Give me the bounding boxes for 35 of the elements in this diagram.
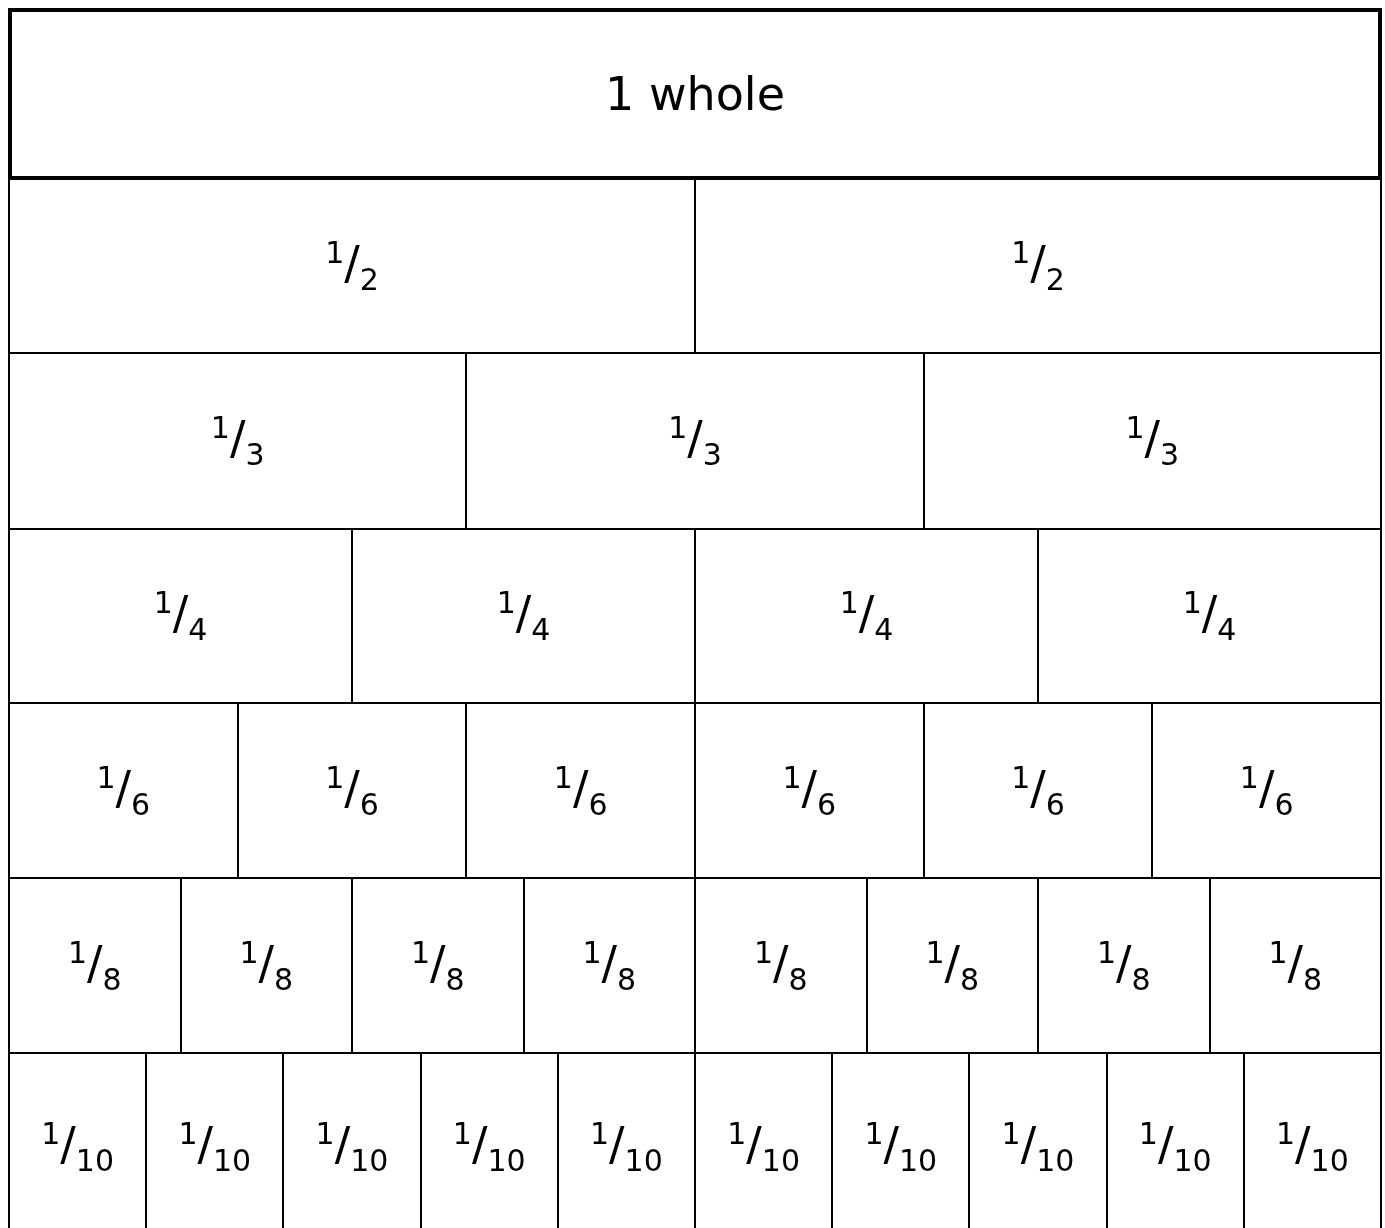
fraction-label: $^{1}$/$_{4}$ [153, 585, 208, 647]
fraction-label: $^{1}$/$_{10}$ [727, 1116, 800, 1178]
fraction-label: $^{1}$/$_{10}$ [864, 1116, 938, 1178]
fraction-label: $^{1}$/$_{4}$ [1182, 585, 1237, 647]
fraction-bar [8, 8, 1382, 180]
fraction-label: $^{1}$/$_{6}$ [782, 759, 837, 822]
fraction-label: $^{1}$/$_{4}$ [839, 585, 894, 647]
fraction-label: $^{1}$/$_{8}$ [925, 934, 980, 997]
fraction-label: $^{1}$/$_{6}$ [1011, 759, 1065, 822]
fraction-label: $^{1}$/$_{8}$ [410, 934, 465, 997]
fraction-label: $^{1}$/$_{10}$ [590, 1116, 663, 1178]
fraction-label: $^{1}$/$_{2}$ [1011, 235, 1065, 297]
fraction-label: $^{1}$/$_{10}$ [178, 1116, 252, 1178]
fraction-label: $^{1}$/$_{3}$ [1125, 410, 1180, 472]
fraction-label: $^{1}$/$_{6}$ [325, 759, 379, 822]
fraction-label: $^{1}$/$_{6}$ [1239, 759, 1294, 822]
fraction-label: $^{1}$/$_{6}$ [96, 759, 151, 822]
fraction-label: $^{1}$/$_{8}$ [239, 934, 294, 997]
fraction-label: $^{1}$/$_{10}$ [1138, 1116, 1212, 1178]
fraction-label: $^{1}$/$_{10}$ [1001, 1116, 1075, 1178]
fraction-label: $^{1}$/$_{10}$ [41, 1116, 114, 1178]
fraction-label: $^{1}$/$_{10}$ [1276, 1116, 1349, 1178]
fraction-label: $^{1}$/$_{8}$ [67, 934, 122, 997]
fraction-label: $^{1}$/$_{3}$ [668, 410, 722, 472]
fraction-label: $^{1}$/$_{6}$ [553, 759, 608, 822]
fraction-label: $^{1}$/$_{8}$ [582, 934, 637, 997]
fraction-label: $^{1}$/$_{4}$ [496, 585, 551, 647]
fraction-label: $^{1}$/$_{2}$ [325, 235, 379, 297]
fraction-label: $^{1}$/$_{8}$ [1096, 934, 1151, 997]
fraction-label: $^{1}$/$_{3}$ [210, 410, 265, 472]
fraction-label: $^{1}$/$_{10}$ [315, 1116, 389, 1178]
fraction-label: $^{1}$/$_{8}$ [1268, 934, 1323, 997]
fraction-label: $^{1}$/$_{8}$ [753, 934, 808, 997]
fraction-label: 1 whole [605, 67, 785, 121]
fraction-label: $^{1}$/$_{10}$ [452, 1116, 526, 1178]
